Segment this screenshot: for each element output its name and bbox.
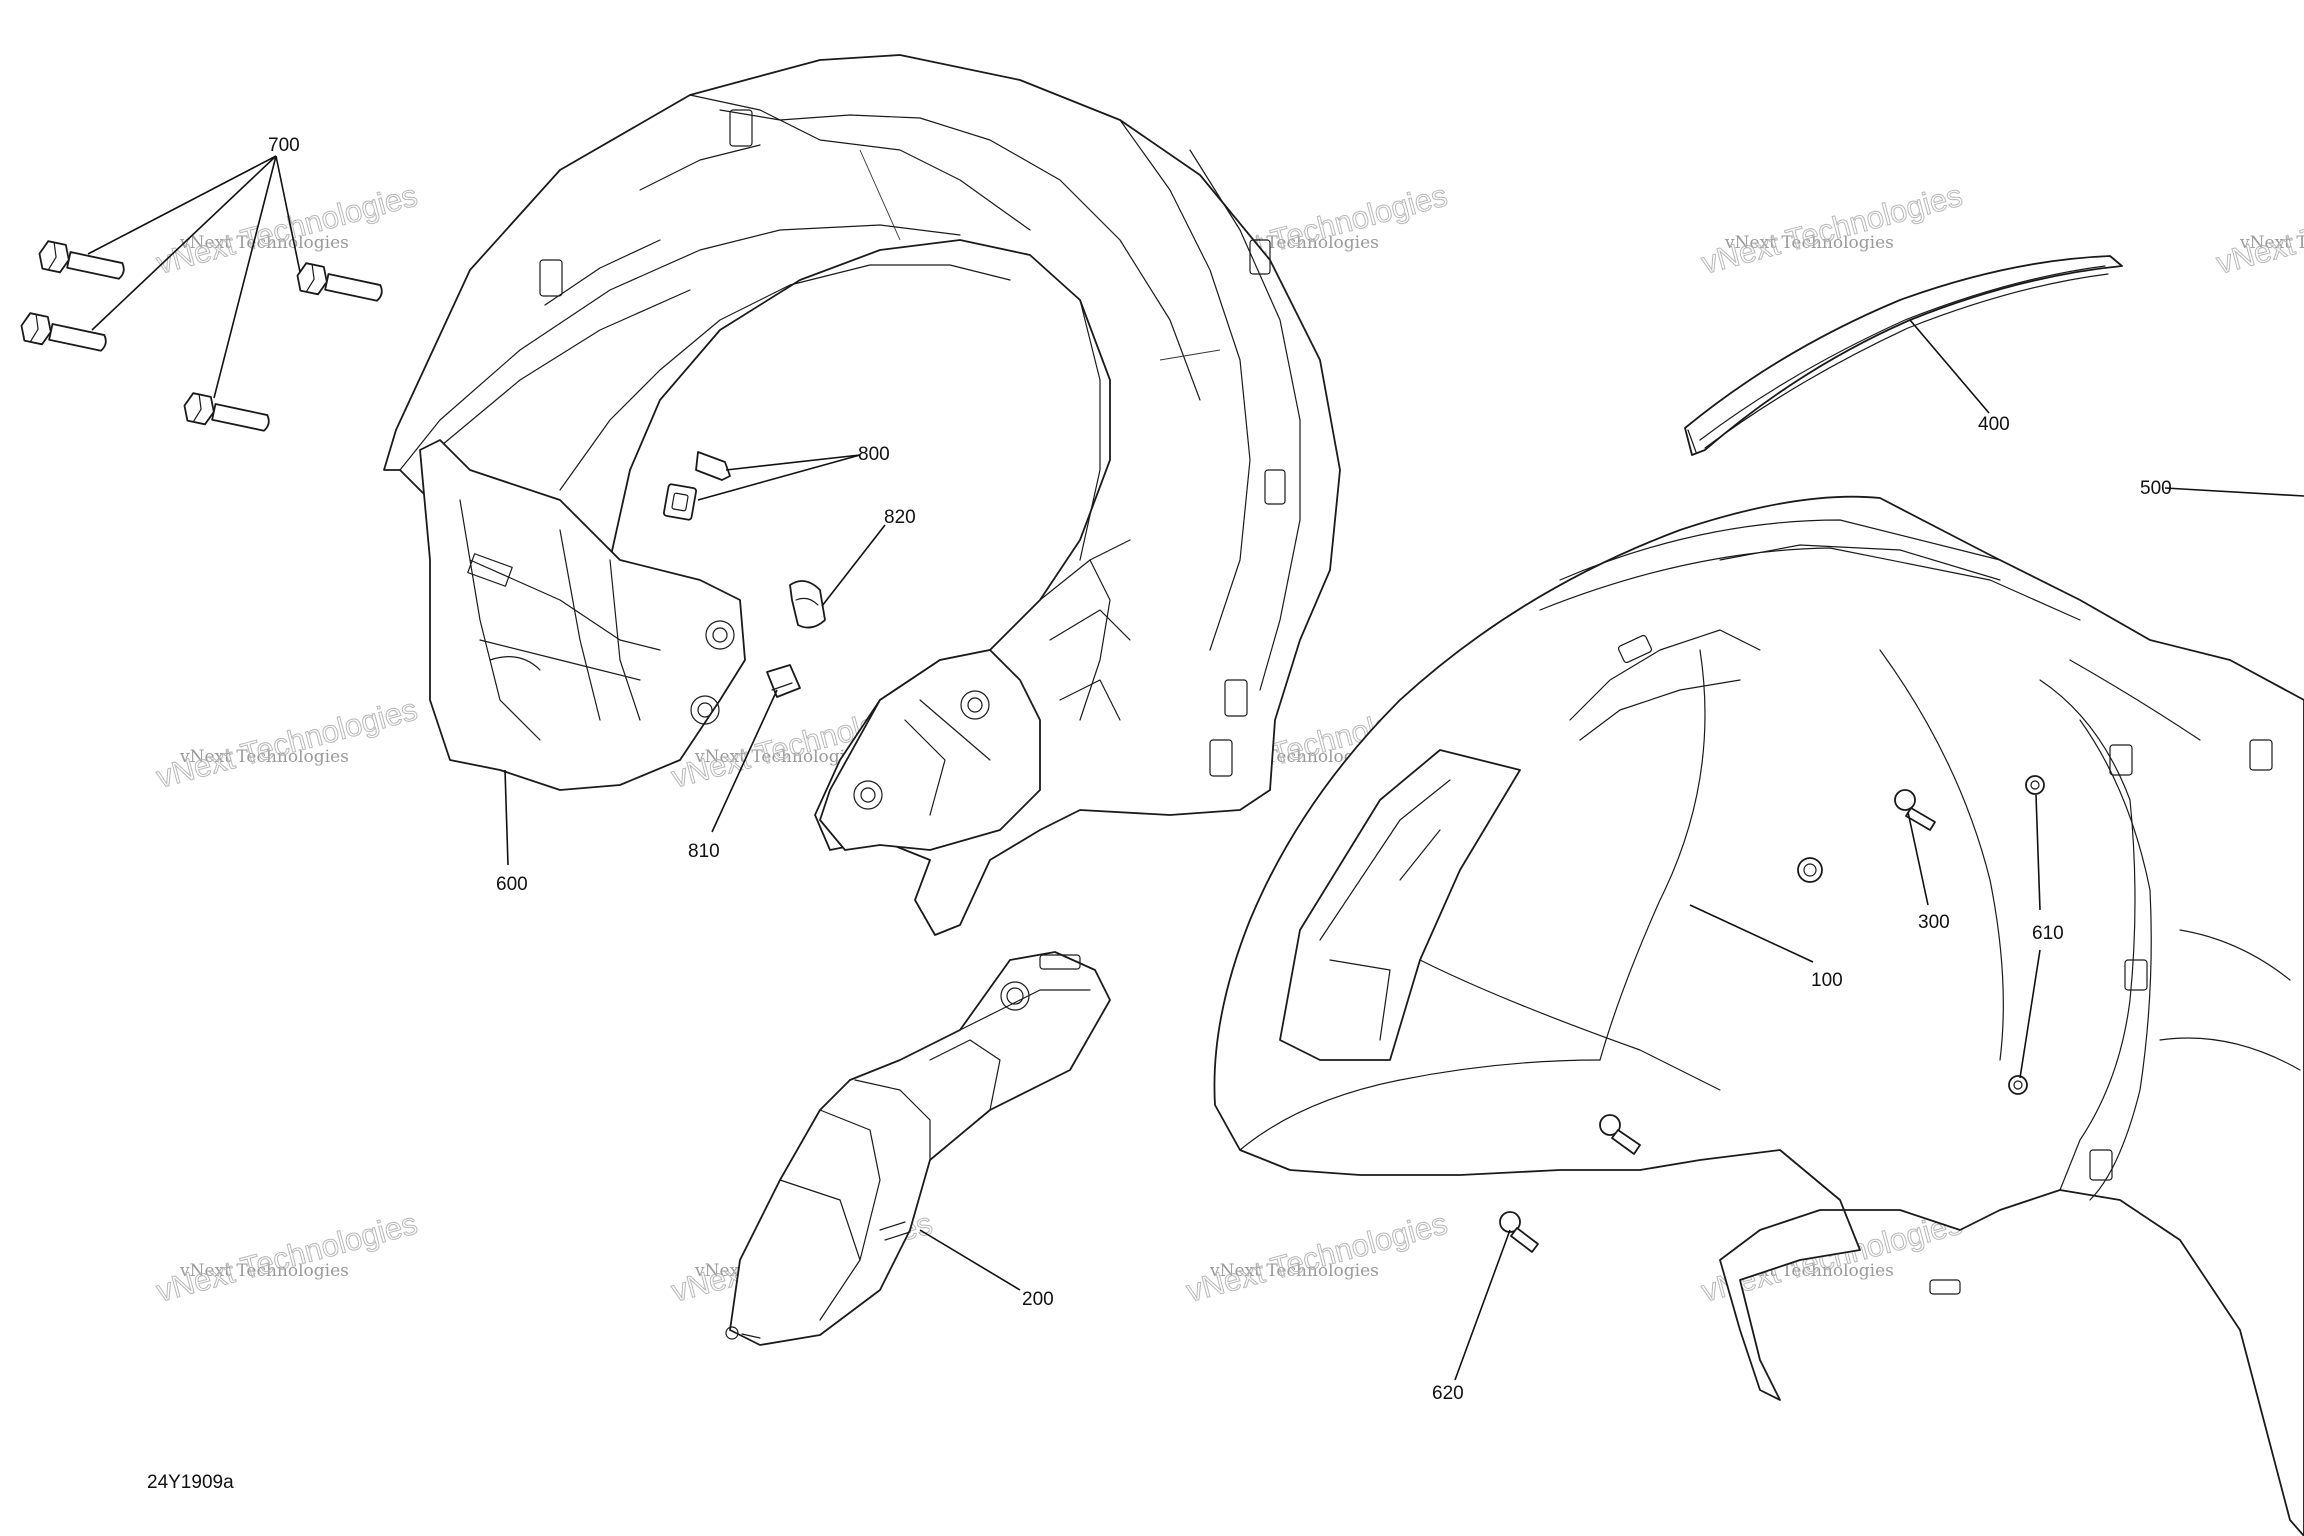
rear-fender [1213, 495, 2304, 1536]
clip-820 [789, 580, 826, 629]
svg-text:vNext Technologies: vNext Technologies [1724, 233, 1894, 253]
callout-620: 620 [1432, 1383, 1464, 1404]
bolt-icon [20, 312, 107, 352]
bolt-icon [183, 392, 270, 432]
screw-620 [1499, 1211, 1539, 1253]
watermark: vNext Technologies vNext Technologies [2212, 177, 2304, 281]
svg-text:vNext Technologies: vNext Technologies [179, 747, 349, 767]
callout-300: 300 [1918, 912, 1950, 933]
tail-light-housing [725, 951, 1111, 1346]
figure-code: 24Y1909a [147, 1472, 234, 1493]
fastener-610-upper [2025, 775, 2045, 795]
svg-text:vNext Technologies: vNext Technologies [153, 178, 421, 281]
callout-820: 820 [884, 507, 916, 528]
svg-text:vNext Technologies: vNext Technologies [1698, 178, 1966, 281]
clip-800-group [663, 451, 731, 521]
clip-810 [766, 664, 801, 698]
svg-text:vNext Technologies: vNext Technologies [153, 692, 421, 795]
nut-fender [1797, 857, 1823, 883]
callout-100: 100 [1811, 970, 1843, 991]
bolt-700-group [20, 240, 383, 432]
watermark: vNext Technologies vNext Technologies [152, 691, 421, 795]
callout-610: 610 [2032, 923, 2064, 944]
callouts: 700 800 820 810 600 200 400 500 100 300 … [268, 135, 2172, 1404]
fender-support-bracket [383, 54, 1341, 936]
svg-text:vNext Technologies: vNext Technologies [694, 747, 864, 767]
bolt-icon [38, 240, 125, 280]
leader-lines [87, 155, 2304, 1381]
svg-text:vNext Technologies: vNext Technologies [2239, 233, 2304, 253]
svg-text:vNext Technologies: vNext Technologies [1183, 1206, 1451, 1309]
watermark: vNext Technologies vNext Technologies [1697, 177, 1966, 281]
bolt-icon [296, 262, 383, 302]
reflector-strip [1684, 255, 2123, 456]
callout-810: 810 [688, 841, 720, 862]
watermark: vNext Technologies vNext Technologies [152, 1205, 421, 1309]
pin-icon [695, 451, 731, 481]
svg-text:vNext Technologies: vNext Technologies [179, 1261, 349, 1281]
callout-200: 200 [1022, 1289, 1054, 1310]
fastener-610-lower [2008, 1075, 2028, 1095]
watermark: vNext Technologies vNext Technologies [1182, 1205, 1451, 1309]
callout-500: 500 [2140, 478, 2172, 499]
svg-text:vNext Technologies: vNext Technologies [2213, 178, 2304, 281]
callout-700: 700 [268, 135, 300, 156]
callout-600: 600 [496, 874, 528, 895]
svg-text:vNext Technologies: vNext Technologies [179, 233, 349, 253]
clip-icon [663, 483, 697, 521]
callout-400: 400 [1978, 414, 2010, 435]
screw-fender [1599, 1114, 1641, 1155]
callout-800: 800 [858, 444, 890, 465]
svg-text:vNext Technologies: vNext Technologies [1209, 1261, 1379, 1281]
watermark: vNext Technologies vNext Technologies [152, 177, 421, 281]
svg-text:vNext Technologies: vNext Technologies [153, 1206, 421, 1309]
